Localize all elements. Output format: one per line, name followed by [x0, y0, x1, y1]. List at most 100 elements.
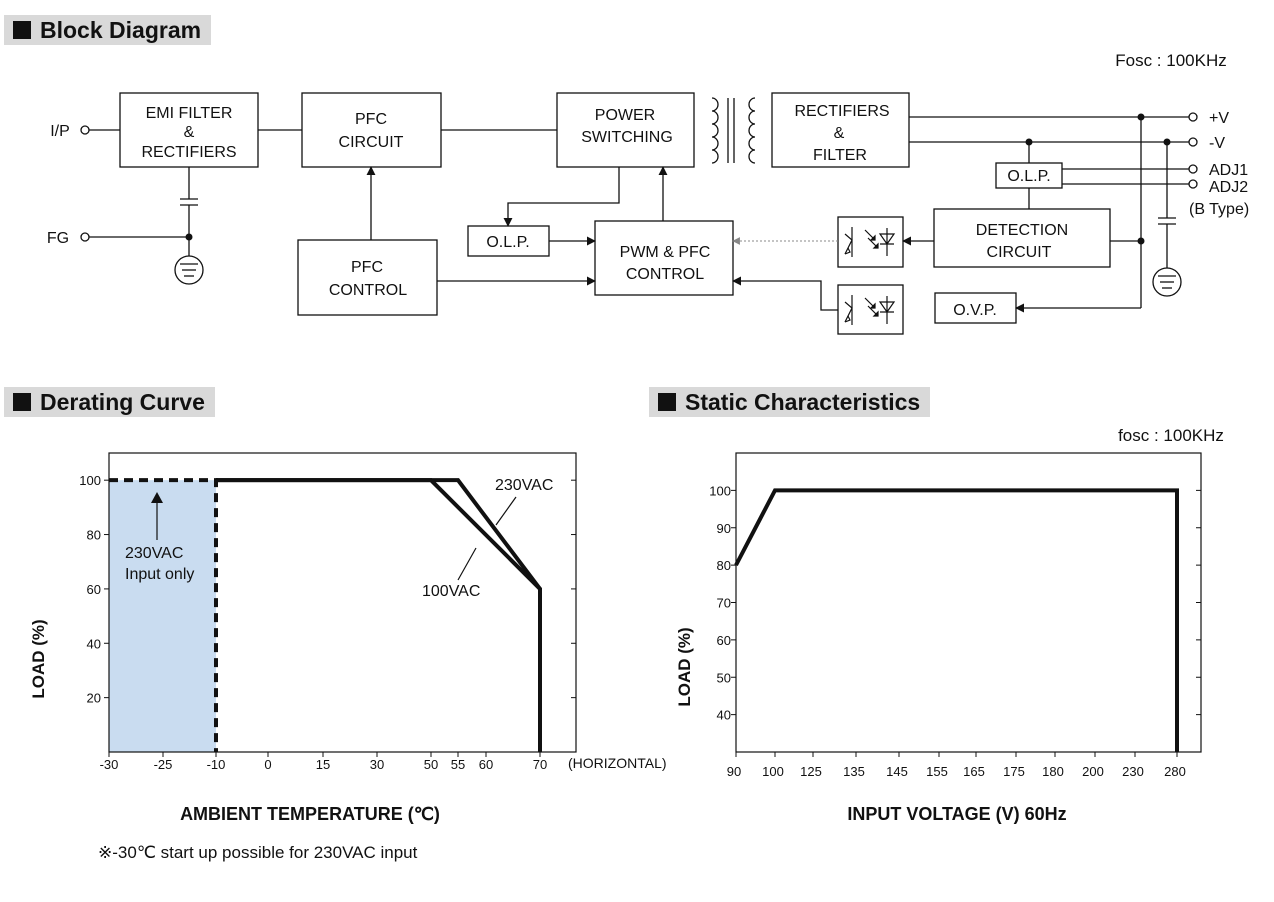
static-x-tick-label: 135 — [843, 764, 865, 779]
derating-annotation: Input only — [125, 566, 194, 583]
heading-square-icon — [658, 393, 676, 411]
static-y-tick-label: 80 — [717, 558, 731, 573]
derating-label-100vac: 100VAC — [422, 583, 480, 600]
derating-series-line — [109, 478, 218, 752]
heading-square-icon — [13, 393, 31, 411]
pfc-circuit-label: PFC — [355, 111, 387, 128]
detection-circuit-label: CIRCUIT — [987, 244, 1052, 261]
derating-curve-heading: Derating Curve — [4, 387, 215, 417]
static-x-tick-label: 125 — [800, 764, 822, 779]
rectifiers-filter-label: FILTER — [813, 147, 867, 164]
block-diagram: Fosc : 100KHz I/P FG EMI FILTER & RECTIF… — [47, 51, 1249, 335]
derating-series-line — [216, 478, 542, 752]
derating-x-tick-label: 60 — [479, 757, 493, 772]
static-y-tick-label: 50 — [717, 670, 731, 685]
power-switching-label: POWER — [595, 107, 655, 124]
adj1-terminal — [1188, 164, 1198, 174]
ground-icon — [1152, 267, 1182, 297]
static-x-tick-label: 280 — [1164, 764, 1186, 779]
power-switching-label: SWITCHING — [581, 129, 673, 146]
static-fosc-label: fosc : 100KHz — [1118, 426, 1224, 445]
static-x-tick-label: 165 — [963, 764, 985, 779]
fg-label: FG — [47, 230, 69, 247]
derating-x-tick-label: 55 — [451, 757, 465, 772]
olp-right-label: O.L.P. — [1007, 168, 1050, 185]
optocoupler-icon — [844, 295, 896, 325]
emi-filter-label: EMI FILTER — [146, 105, 233, 122]
derating-y-tick-label: 100 — [79, 473, 101, 488]
static-x-tick-label: 100 — [762, 764, 784, 779]
output-pos-label: +V — [1209, 110, 1229, 127]
derating-note: ※-30℃ start up possible for 230VAC input — [98, 843, 418, 862]
pwm-pfc-control-label: CONTROL — [626, 266, 704, 283]
pfc-control-label: PFC — [351, 259, 383, 276]
derating-x-tick-label: -10 — [207, 757, 226, 772]
block-diagram-heading: Block Diagram — [4, 15, 212, 45]
ip-label: I/P — [50, 123, 70, 140]
pfc-control-box — [297, 239, 438, 316]
derating-annotation: 230VAC — [125, 545, 183, 562]
static-x-tick-label: 180 — [1042, 764, 1064, 779]
static-x-tick-label: 90 — [727, 764, 741, 779]
derating-x-axis-label: AMBIENT TEMPERATURE (℃) — [180, 804, 440, 824]
derating-x-tick-label: -25 — [154, 757, 173, 772]
static-y-axis-label: LOAD (%) — [675, 627, 694, 706]
output-neg-terminal — [1188, 137, 1198, 147]
static-x-tick-label: 200 — [1082, 764, 1104, 779]
pfc-control-label: CONTROL — [329, 282, 407, 299]
static-y-tick-label: 90 — [717, 521, 731, 536]
adj2-terminal — [1188, 179, 1198, 189]
adj2-label: ADJ2 — [1209, 179, 1248, 196]
static-plot-frame — [735, 452, 1202, 753]
olp-left-label: O.L.P. — [486, 234, 529, 251]
derating-x-tick-label: -30 — [100, 757, 119, 772]
derating-y-tick-label: 80 — [87, 528, 101, 543]
derating-series-line — [216, 478, 542, 752]
derating-curve-title: Derating Curve — [40, 388, 205, 415]
static-x-axis-label: INPUT VOLTAGE (V) 60Hz — [847, 804, 1066, 824]
derating-y-axis-label: LOAD (%) — [29, 619, 48, 698]
block-diagram-title: Block Diagram — [40, 16, 202, 43]
rectifiers-filter-label: RECTIFIERS — [794, 103, 889, 120]
pfc-circuit-label: CIRCUIT — [339, 134, 404, 151]
derating-x-tick-label: 70 — [533, 757, 547, 772]
derating-y-tick-label: 20 — [87, 691, 101, 706]
detection-circuit-box — [933, 208, 1111, 268]
static-characteristics-heading: Static Characteristics — [649, 387, 931, 417]
output-pos-terminal — [1188, 112, 1198, 122]
derating-leader-230 — [495, 496, 517, 526]
fosc-label: Fosc : 100KHz — [1115, 51, 1227, 70]
derating-x-tick-label: 0 — [264, 757, 271, 772]
adj1-label: ADJ1 — [1209, 162, 1248, 179]
rectifiers-filter-label: & — [834, 125, 845, 142]
ovp-label: O.V.P. — [953, 302, 997, 319]
derating-arrowhead-icon — [151, 492, 163, 503]
static-x-tick-label: 145 — [886, 764, 908, 779]
emi-filter-label: RECTIFIERS — [141, 144, 236, 161]
static-y-tick-label: 40 — [717, 708, 731, 723]
output-neg-label: -V — [1209, 135, 1225, 152]
derating-y-tick-label: 60 — [87, 582, 101, 597]
rectifiers-filter-box — [771, 92, 910, 168]
derating-x-tick-label: 15 — [316, 757, 330, 772]
static-y-tick-label: 60 — [717, 633, 731, 648]
derating-label-230vac: 230VAC — [495, 477, 553, 494]
derating-x-tick-label: 50 — [424, 757, 438, 772]
derating-x-tick-label: 30 — [370, 757, 384, 772]
static-x-tick-label: 175 — [1003, 764, 1025, 779]
ground-icon — [174, 255, 204, 285]
emi-filter-label: & — [184, 124, 195, 141]
static-x-tick-label: 230 — [1122, 764, 1144, 779]
btype-label: (B Type) — [1189, 201, 1249, 218]
heading-square-icon — [13, 21, 31, 39]
derating-y-tick-label: 40 — [87, 636, 101, 651]
derating-leader-100 — [457, 547, 477, 581]
static-series-line — [734, 488, 1179, 752]
pwm-pfc-control-box — [594, 220, 734, 296]
derating-plot-frame — [108, 452, 577, 753]
static-x-tick-label: 155 — [926, 764, 948, 779]
static-y-tick-label: 100 — [709, 483, 731, 498]
static-characteristics-title: Static Characteristics — [685, 388, 921, 415]
optocoupler-icon — [844, 227, 896, 257]
